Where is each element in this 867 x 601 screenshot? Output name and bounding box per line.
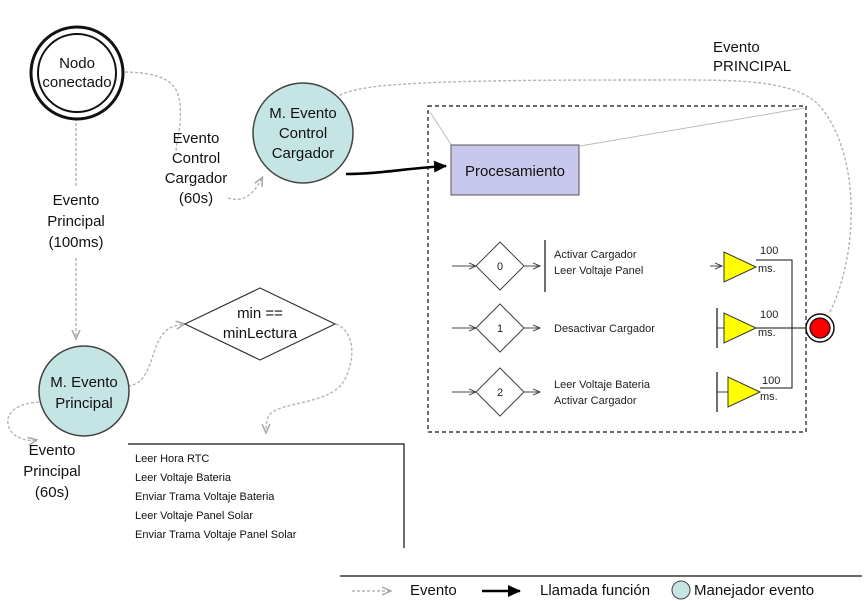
case-id: 2 [497,387,503,399]
label-evento-control-cargador: Evento Control Cargador (60s) [165,130,228,207]
label-evento-principal-60s: Evento Principal (60s) [23,442,81,501]
task-item: Enviar Trama Voltaje Panel Solar [135,529,297,541]
decision-line1: min == [237,305,283,322]
ecc-line3: Cargador [165,170,228,187]
line-panel-corner [579,107,805,147]
arrow-principal-to-decision [127,324,184,387]
event-arrows [7,71,852,440]
legend-manejador: Manejador evento [694,582,814,599]
line-panel-corner-left [429,111,453,147]
ecc-line4: (60s) [179,190,213,207]
delay-value: 100 [762,375,780,387]
delay-unit: ms. [760,391,778,403]
delay-value: 100 [760,245,778,257]
principal-label-line2: Principal [55,395,113,412]
task-item: Leer Voltaje Panel Solar [135,510,253,522]
label-principal-caps: PRINCIPAL [713,58,791,75]
ep60-line2: Principal [23,463,81,480]
ecc-line2: Control [172,150,220,167]
case-row-1: 1 Desactivar Cargador 100 ms. [452,303,808,353]
case-row-0: 0 Activar Cargador Leer Voltaje Panel 10… [452,240,793,328]
case-id: 0 [497,261,503,273]
ep60-line3: (60s) [35,484,69,501]
case-action: Desactivar Cargador [554,323,655,335]
label-evento-principal-top: Evento PRINCIPAL [713,39,791,75]
case-row-2: 2 Leer Voltaje Bateria Activar Cargador … [452,328,793,417]
task-item: Leer Voltaje Bateria [135,472,232,484]
label-evento-principal-100ms: Evento Principal (100ms) [44,186,110,256]
procesamiento-box: Procesamiento [450,144,580,196]
processing-panel [427,105,807,433]
ep100-line1: Evento [53,192,100,209]
legend-llamada: Llamada función [540,582,650,599]
decision-diamond: min == minLectura [183,287,337,361]
task-list: Leer Hora RTC Leer Voltaje Bateria Envia… [128,443,405,548]
case-action: Leer Voltaje Panel [554,265,643,277]
control-label-line3: Cargador [272,145,335,162]
legend-handler-icon [671,580,691,600]
principal-label-line1: M. Evento [50,374,118,391]
ecc-line1: Evento [173,130,220,147]
delay-triangle [723,312,758,344]
delay-triangle [723,251,758,283]
decision-line2: minLectura [223,325,298,342]
case-action: Leer Voltaje Bateria [554,379,651,391]
nodo-label-line2: conectado [42,74,111,91]
nodo-label-line1: Nodo [59,55,95,72]
arrow-principal-self-loop [7,401,45,440]
ep60-line1: Evento [29,442,76,459]
legend-evento: Evento [410,582,457,599]
delay-triangle [727,376,762,408]
legend: Evento Llamada función Manejador evento [340,575,862,600]
task-item: Leer Hora RTC [135,453,209,465]
arrow-nodo-to-control [119,71,182,153]
arrow-control-60s [227,178,262,201]
procesamiento-label: Procesamiento [465,163,565,180]
handler-control-cargador: M. Evento Control Cargador [252,82,354,184]
node-nodo-conectado: Nodo conectado [29,25,125,121]
case-action: Activar Cargador [554,249,637,261]
arrow-end-to-control [332,79,852,313]
arrow-decision-to-list [266,323,353,432]
control-label-line1: M. Evento [269,105,337,122]
call-arrow-control-to-procesamiento [345,160,447,176]
end-state [805,313,835,343]
delay-value: 100 [760,309,778,321]
delay-unit: ms. [758,263,776,275]
label-evento: Evento [713,39,760,56]
task-item: Enviar Trama Voltaje Bateria [135,491,275,503]
ep100-line2: Principal [47,213,105,230]
case-id: 1 [497,323,503,335]
delay-unit: ms. [758,327,776,339]
handler-evento-principal: M. Evento Principal [38,345,130,437]
ep100-line3: (100ms) [48,234,103,251]
case-action: Activar Cargador [554,395,637,407]
control-label-line2: Control [279,125,327,142]
